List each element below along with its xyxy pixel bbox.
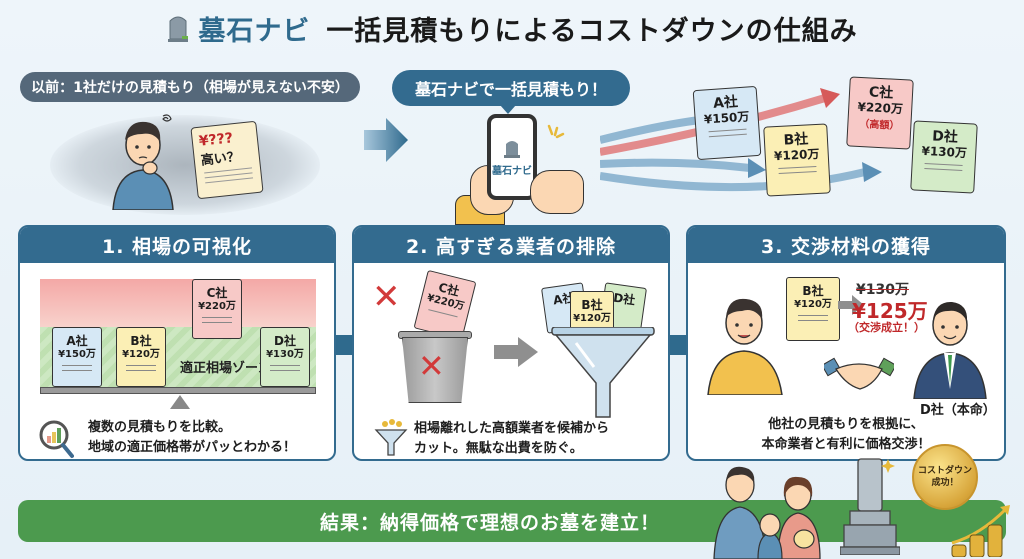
company-name: D社 — [612, 290, 637, 308]
original-price: ¥130万 — [856, 282, 909, 298]
quote-price: ¥130万 — [266, 349, 304, 360]
quote-scroll-d: D社 ¥130万 — [910, 120, 978, 194]
family-illustration — [712, 455, 832, 559]
pointing-hand-illustration — [530, 170, 584, 214]
company-name: A社 — [712, 94, 739, 112]
quote-distribution-arrows — [600, 88, 882, 192]
negotiated-price: ¥125万 — [852, 299, 928, 323]
unknown-quote-scroll: ¥??? 高い？ — [190, 120, 264, 200]
quote-price: ¥120万 — [773, 146, 820, 164]
desc-line-2: 地域の適正価格帯がパッとわかる！ — [88, 440, 297, 455]
panel-heading: 2. 高すぎる業者の排除 — [354, 227, 668, 263]
balance-beam — [40, 387, 316, 394]
reject-x-icon: ✕ — [418, 347, 445, 385]
desc-line-2: カット。無駄な出費を防ぐ。 — [414, 441, 583, 456]
quote-scroll-d: D社 ¥130万 — [260, 327, 310, 387]
panel-market-visualization: 1. 相場の可視化 適正相場ゾーン A社 ¥150万 B社 ¥120万 C社 ¥… — [18, 225, 336, 461]
quote-price: ¥130万 — [921, 143, 968, 161]
quote-price: ¥120万 — [573, 313, 611, 324]
badge-line-2: 成功！ — [931, 478, 959, 488]
balance-fulcrum — [170, 395, 190, 409]
panel-description: 複数の見積もりを比較。 地域の適正価格帯がパッとわかる！ — [88, 418, 296, 458]
company-name: C社 — [868, 84, 894, 102]
phone-app-name: 墓石ナビ — [492, 165, 532, 177]
expensive-question: 高い？ — [200, 149, 241, 169]
desc-line-1: 複数の見積もりを比較。 — [88, 420, 232, 435]
result-text: 結果：納得価格で理想のお墓を建立！ — [319, 511, 660, 534]
brand-name: 墓石ナビ — [198, 15, 311, 47]
cost-down-success-badge: コストダウン 成功！ — [912, 444, 978, 510]
gray-arrow-icon — [838, 295, 864, 319]
gravestone-icon — [166, 13, 190, 43]
company-name: D社 — [931, 128, 959, 146]
flow-arrow-icon — [364, 118, 408, 162]
gravestone-icon — [504, 140, 520, 158]
filter-funnel-icon — [374, 419, 408, 459]
bulk-quote-bubble: 墓石ナビで一括見積もり！ — [392, 70, 630, 114]
desc-line-1: 他社の見積もりを根拠に、 — [768, 417, 924, 432]
panel-description: 他社の見積もりを根拠に、 本命業者と有利に価格交渉！ — [688, 415, 1004, 455]
quote-scroll-b: B社 ¥120万 — [116, 327, 166, 387]
high-price-zone — [40, 279, 316, 327]
page-title: 墓石ナビ 一括見積もりによるコストダウンの仕組み — [0, 8, 1024, 48]
company-name: D社 — [274, 334, 296, 348]
vendor-label: D社（本命） — [920, 403, 996, 418]
high-price-note: （高額） — [859, 118, 900, 133]
panel-heading: 3. 交渉材料の獲得 — [688, 227, 1004, 263]
customer-illustration — [706, 285, 786, 399]
fair-zone-label: 適正相場ゾーン — [180, 361, 271, 376]
quote-price: ¥120万 — [122, 349, 160, 360]
desc-line-1: 相場離れした高額業者を候補から — [414, 421, 610, 436]
panel-heading: 1. 相場の可視化 — [20, 227, 334, 263]
quote-scroll-b: B社 ¥120万 — [786, 277, 840, 341]
smartphone-icon: 墓石ナビ — [487, 114, 537, 200]
company-name: B社 — [783, 131, 809, 149]
magnifier-chart-icon — [38, 419, 74, 459]
quote-scroll-c: C社 ¥220万 — [413, 269, 477, 341]
company-name: B社 — [581, 298, 603, 312]
company-name: B社 — [130, 334, 152, 348]
quote-scroll-c: C社 ¥220万 （高額） — [846, 76, 914, 150]
title-text: 一括見積もりによるコストダウンの仕組み — [326, 15, 858, 47]
worried-person-illustration — [108, 110, 178, 211]
company-name: B社 — [802, 284, 824, 298]
quote-scroll-b: B社 ¥120万 — [570, 291, 614, 331]
panel-exclude-expensive: 2. 高すぎる業者の排除 ✕ C社 ¥220万 ✕ A社 D社 B社 ¥120万… — [352, 225, 670, 461]
panel-description: 相場離れした高額業者を候補から カット。無駄な出費を防ぐ。 — [414, 419, 609, 459]
coin-stacks-icon — [950, 505, 1010, 558]
quote-scroll-a: A社 ¥150万 — [692, 85, 762, 161]
quote-price: ¥150万 — [58, 349, 96, 360]
panel-negotiation-leverage: 3. 交渉材料の獲得 B社 ¥120万 ¥130万 ¥125万 （交渉成立！） — [686, 225, 1006, 461]
worry-cloud — [50, 115, 320, 215]
sparkle-icon — [545, 124, 565, 148]
reject-x-icon: ✕ — [372, 277, 401, 317]
funnel-icon — [551, 327, 655, 418]
quote-price: ¥150万 — [703, 109, 750, 127]
before-label: 以前：1社だけの見積もり（相場が見えない不安） — [20, 72, 360, 102]
gravestone-illustration — [839, 455, 901, 556]
company-name: A社 — [66, 334, 88, 348]
handshake-icon — [821, 355, 897, 399]
quote-scroll-a: A社 ¥150万 — [52, 327, 102, 387]
quote-scroll-c: C社 ¥220万 — [192, 279, 242, 339]
company-name: C社 — [206, 286, 228, 300]
result-banner — [18, 500, 1006, 542]
deal-note: （交渉成立！） — [848, 321, 925, 334]
badge-line-1: コストダウン — [917, 466, 972, 476]
quote-price: ¥120万 — [794, 299, 832, 310]
trash-bin-icon — [402, 337, 468, 403]
gray-arrow-icon — [494, 337, 538, 367]
desc-line-2: 本命業者と有利に価格交渉！ — [761, 437, 931, 452]
quote-price: ¥220万 — [198, 301, 236, 312]
salesperson-illustration — [910, 289, 990, 403]
quote-scroll-b: B社 ¥120万 — [763, 123, 831, 197]
